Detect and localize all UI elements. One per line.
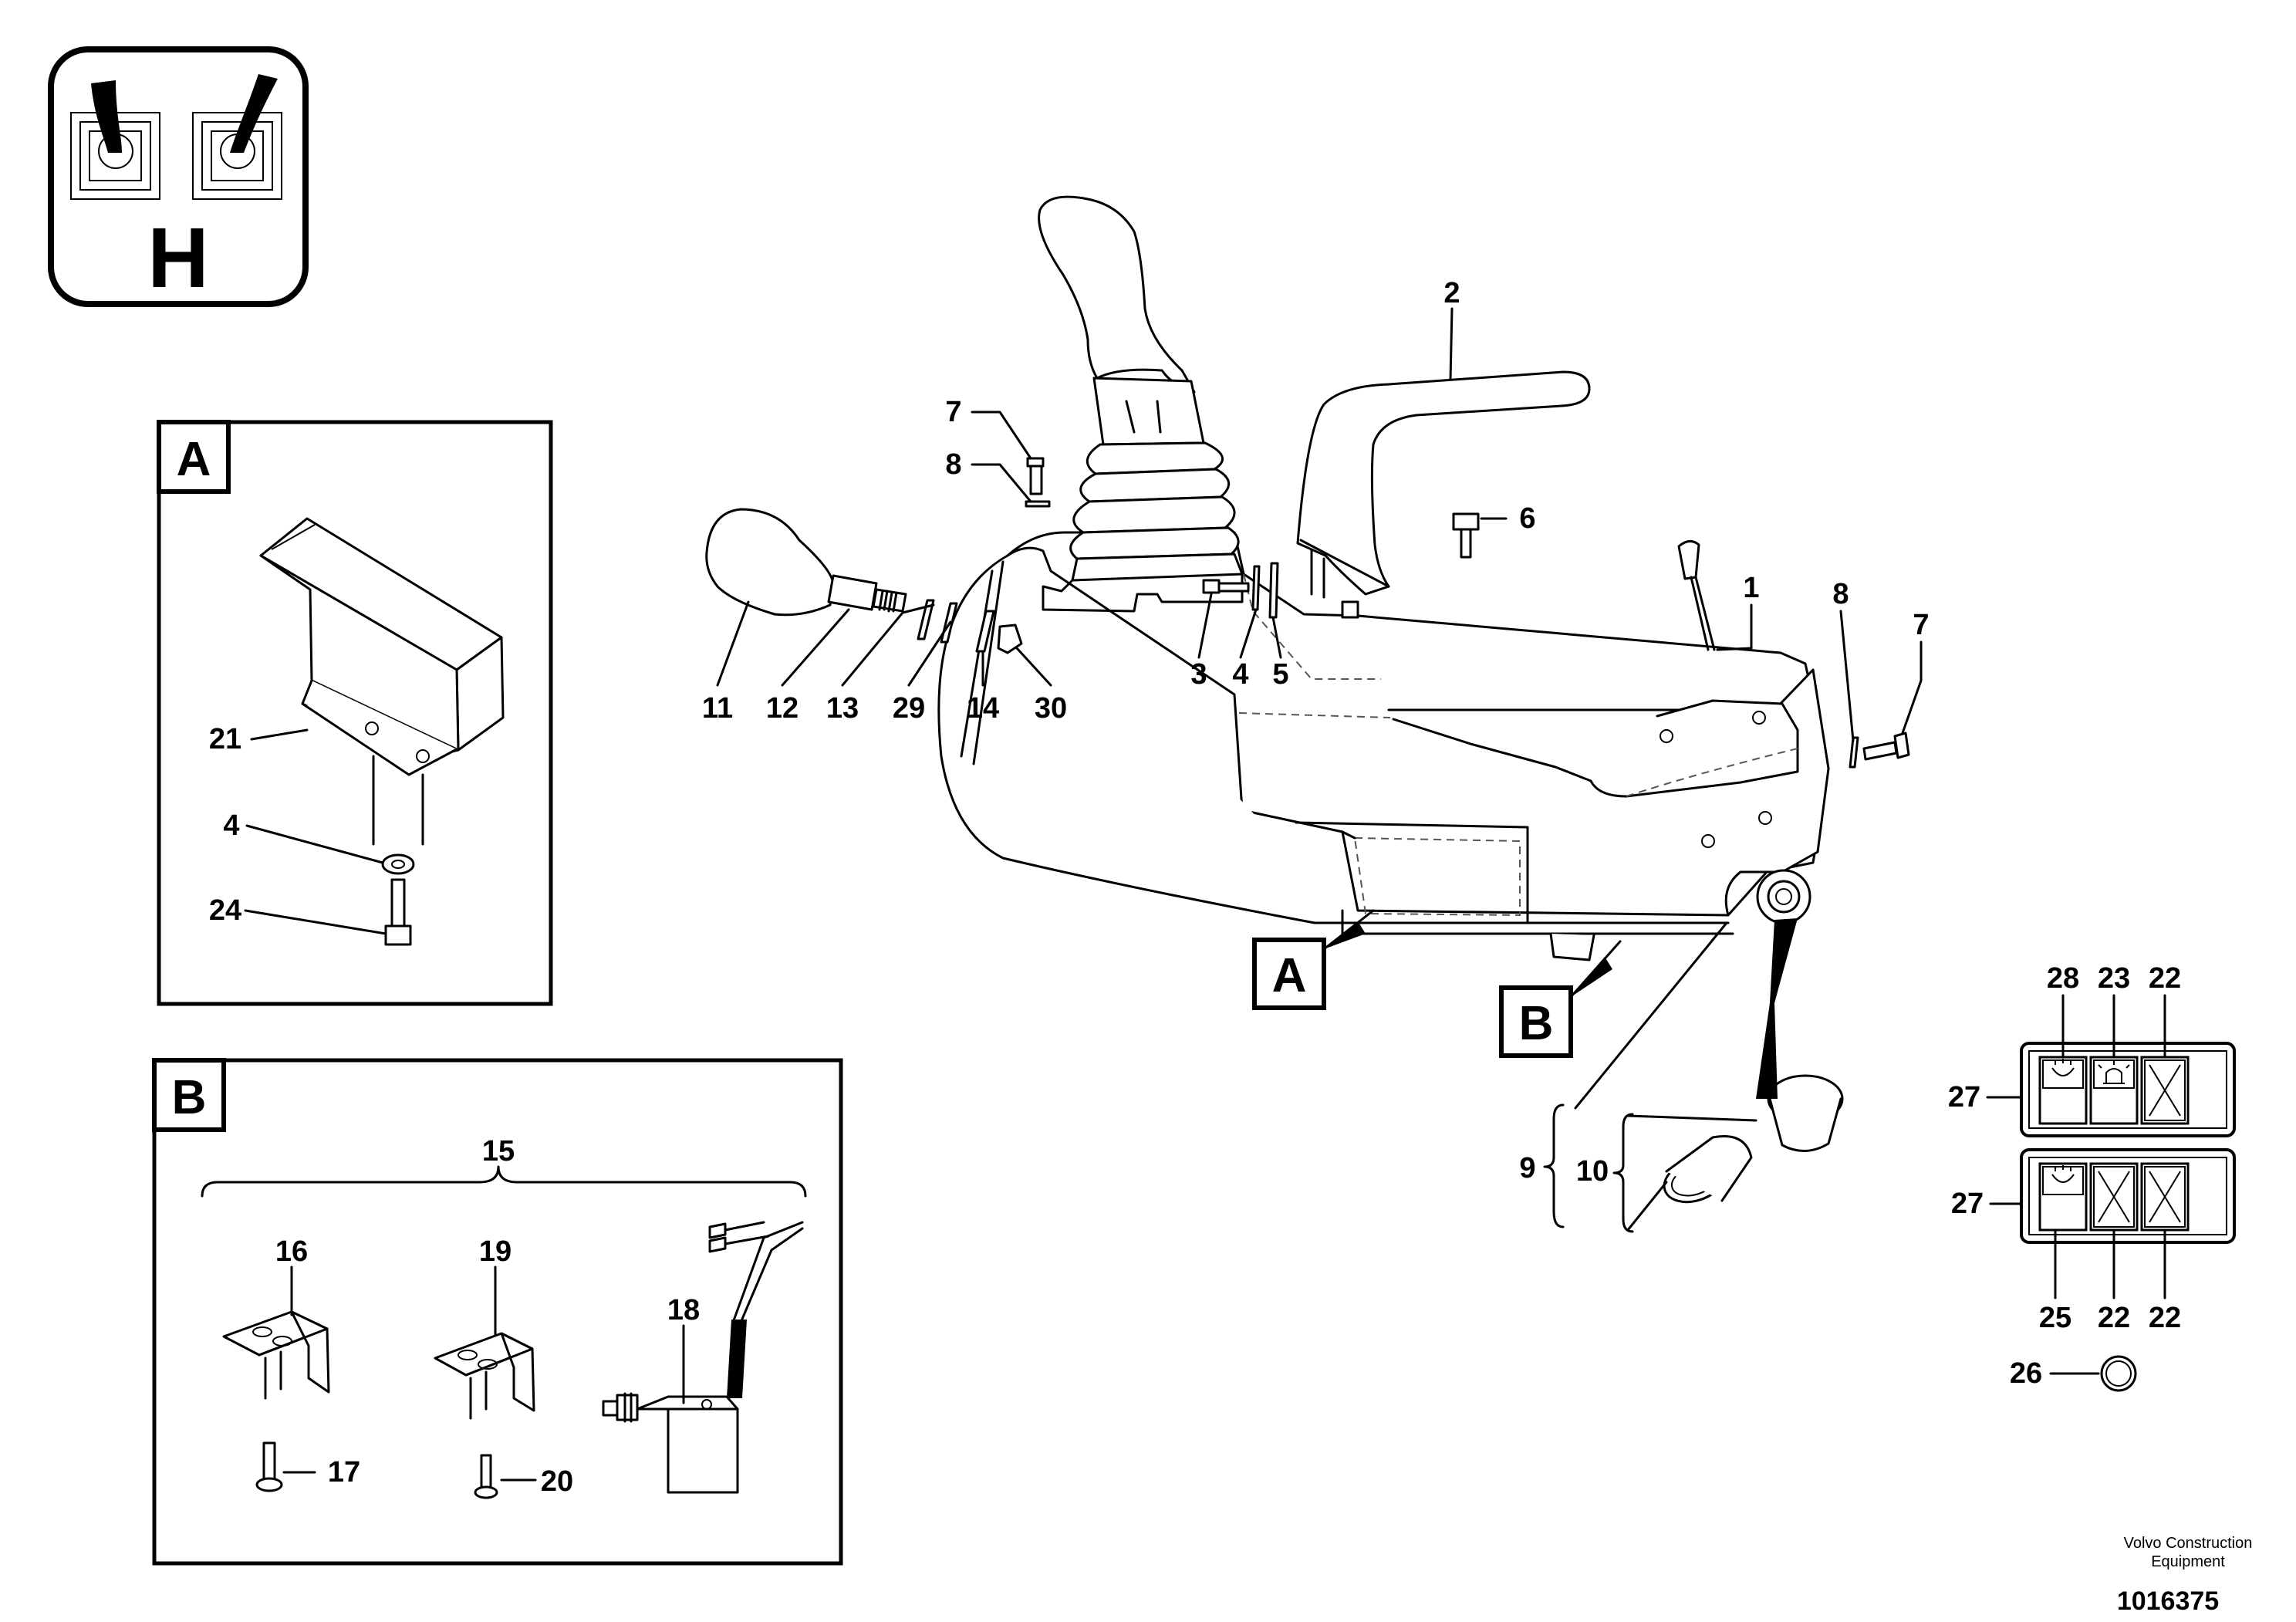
switch-panel: 28 23 22 27 27 25 22 22 26 [1948,962,2236,1392]
footer-credit: Volvo Construction Equipment 1016375 [2117,1535,2253,1616]
callout-8-top: 8 [945,448,961,481]
callout-14: 14 [967,692,999,725]
footer-drawing-number: 1016375 [2117,1587,2219,1616]
main-tag-a: A [1252,909,1375,1010]
callout-9: 9 [1519,1152,1535,1184]
bracket-19-drawing [434,1332,535,1420]
callout-3: 3 [1190,658,1207,691]
detail-b-tag: B [172,1071,207,1124]
callout-20: 20 [541,1465,573,1498]
callout-28: 28 [2047,962,2079,995]
callout-8-right: 8 [1832,578,1849,610]
callout-16: 16 [275,1235,308,1268]
svg-text:B: B [1519,997,1554,1050]
callout-22-bottom-b: 22 [2149,1302,2181,1334]
callout-13: 13 [826,692,859,725]
callout-5: 5 [1272,658,1288,691]
detail-b-panel: B 15 16 17 19 [152,1058,843,1566]
callout-12: 12 [766,692,799,725]
footer-company-line1: Volvo Construction [2124,1535,2253,1552]
svg-text:A: A [1272,949,1307,1002]
callout-25: 25 [2039,1302,2071,1334]
callout-21: 21 [209,723,241,755]
callout-22-bottom-a: 22 [2098,1302,2130,1334]
callout-4-detail-a: 4 [223,809,239,842]
callout-18: 18 [667,1294,700,1326]
detail-a-panel: A 21 4 24 [157,420,553,1006]
callout-7-right: 7 [1913,609,1929,641]
callout-29: 29 [893,692,925,725]
main-tag-b: B [1499,940,1622,1058]
main-callouts: 2 6 1 7 8 7 8 11 12 13 29 14 30 3 4 5 [702,277,1930,1233]
callout-17: 17 [328,1456,360,1489]
bracket-16-drawing [222,1310,330,1400]
callout-26: 26 [2010,1357,2042,1390]
icon-letter: H [147,211,208,306]
callout-6: 6 [1519,502,1535,535]
bracket-part-drawing [259,517,505,776]
callout-24: 24 [209,894,241,927]
callout-22-top: 22 [2149,962,2181,995]
callout-27-bottom: 27 [1951,1188,1984,1220]
callout-19: 19 [479,1235,512,1268]
callout-4-main: 4 [1232,658,1248,691]
two-joystick-levers-icon: H [48,46,309,307]
detail-a-tag: A [177,433,211,486]
control-console-drawing [705,195,1910,1204]
callout-2: 2 [1443,277,1460,309]
callout-27-top: 27 [1948,1081,1980,1113]
callout-15: 15 [482,1135,515,1168]
callout-7-top: 7 [945,396,961,428]
callout-1: 1 [1743,572,1759,604]
footer-company-line2: Equipment [2151,1553,2225,1570]
callout-10: 10 [1576,1155,1609,1188]
callout-30: 30 [1035,692,1067,725]
switch-18-drawing [602,1221,804,1494]
callout-11: 11 [702,692,733,725]
callout-23: 23 [2098,962,2130,995]
